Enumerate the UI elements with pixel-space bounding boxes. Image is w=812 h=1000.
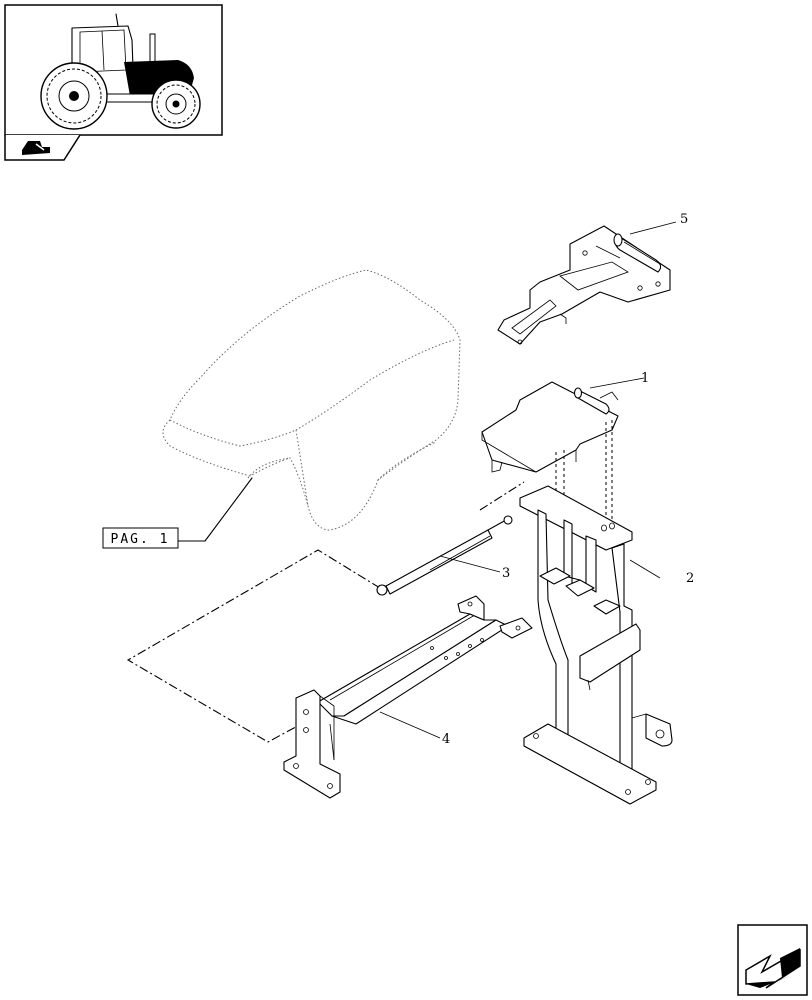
strut-to-plate-link: [479, 481, 525, 511]
part-5-hinge-bracket[interactable]: [497, 221, 677, 345]
next-page-arrow-icon: [745, 948, 801, 989]
seat-category-icon: [22, 141, 50, 155]
page-reference[interactable]: PAG. 1: [102, 477, 253, 549]
tractor-thumbnail-icon: [40, 13, 201, 130]
callout-3: 3: [502, 566, 510, 581]
callout-2: 2: [686, 571, 694, 586]
part-2-support-frame[interactable]: [519, 485, 673, 805]
seat-cushion-reference: [162, 269, 461, 531]
part-4-base-bracket[interactable]: [283, 595, 533, 799]
part-3-gas-strut[interactable]: [376, 515, 513, 596]
callout-4: 4: [442, 732, 450, 747]
tractor-thumbnail[interactable]: [4, 4, 223, 161]
next-page-button[interactable]: [737, 924, 808, 996]
callout-5: 5: [680, 212, 688, 227]
callout-1: 1: [641, 371, 649, 386]
page-reference-label: PAG. 1: [111, 532, 170, 547]
part-1-plate[interactable]: [481, 377, 645, 520]
mounting-area-outline: [126, 549, 381, 743]
